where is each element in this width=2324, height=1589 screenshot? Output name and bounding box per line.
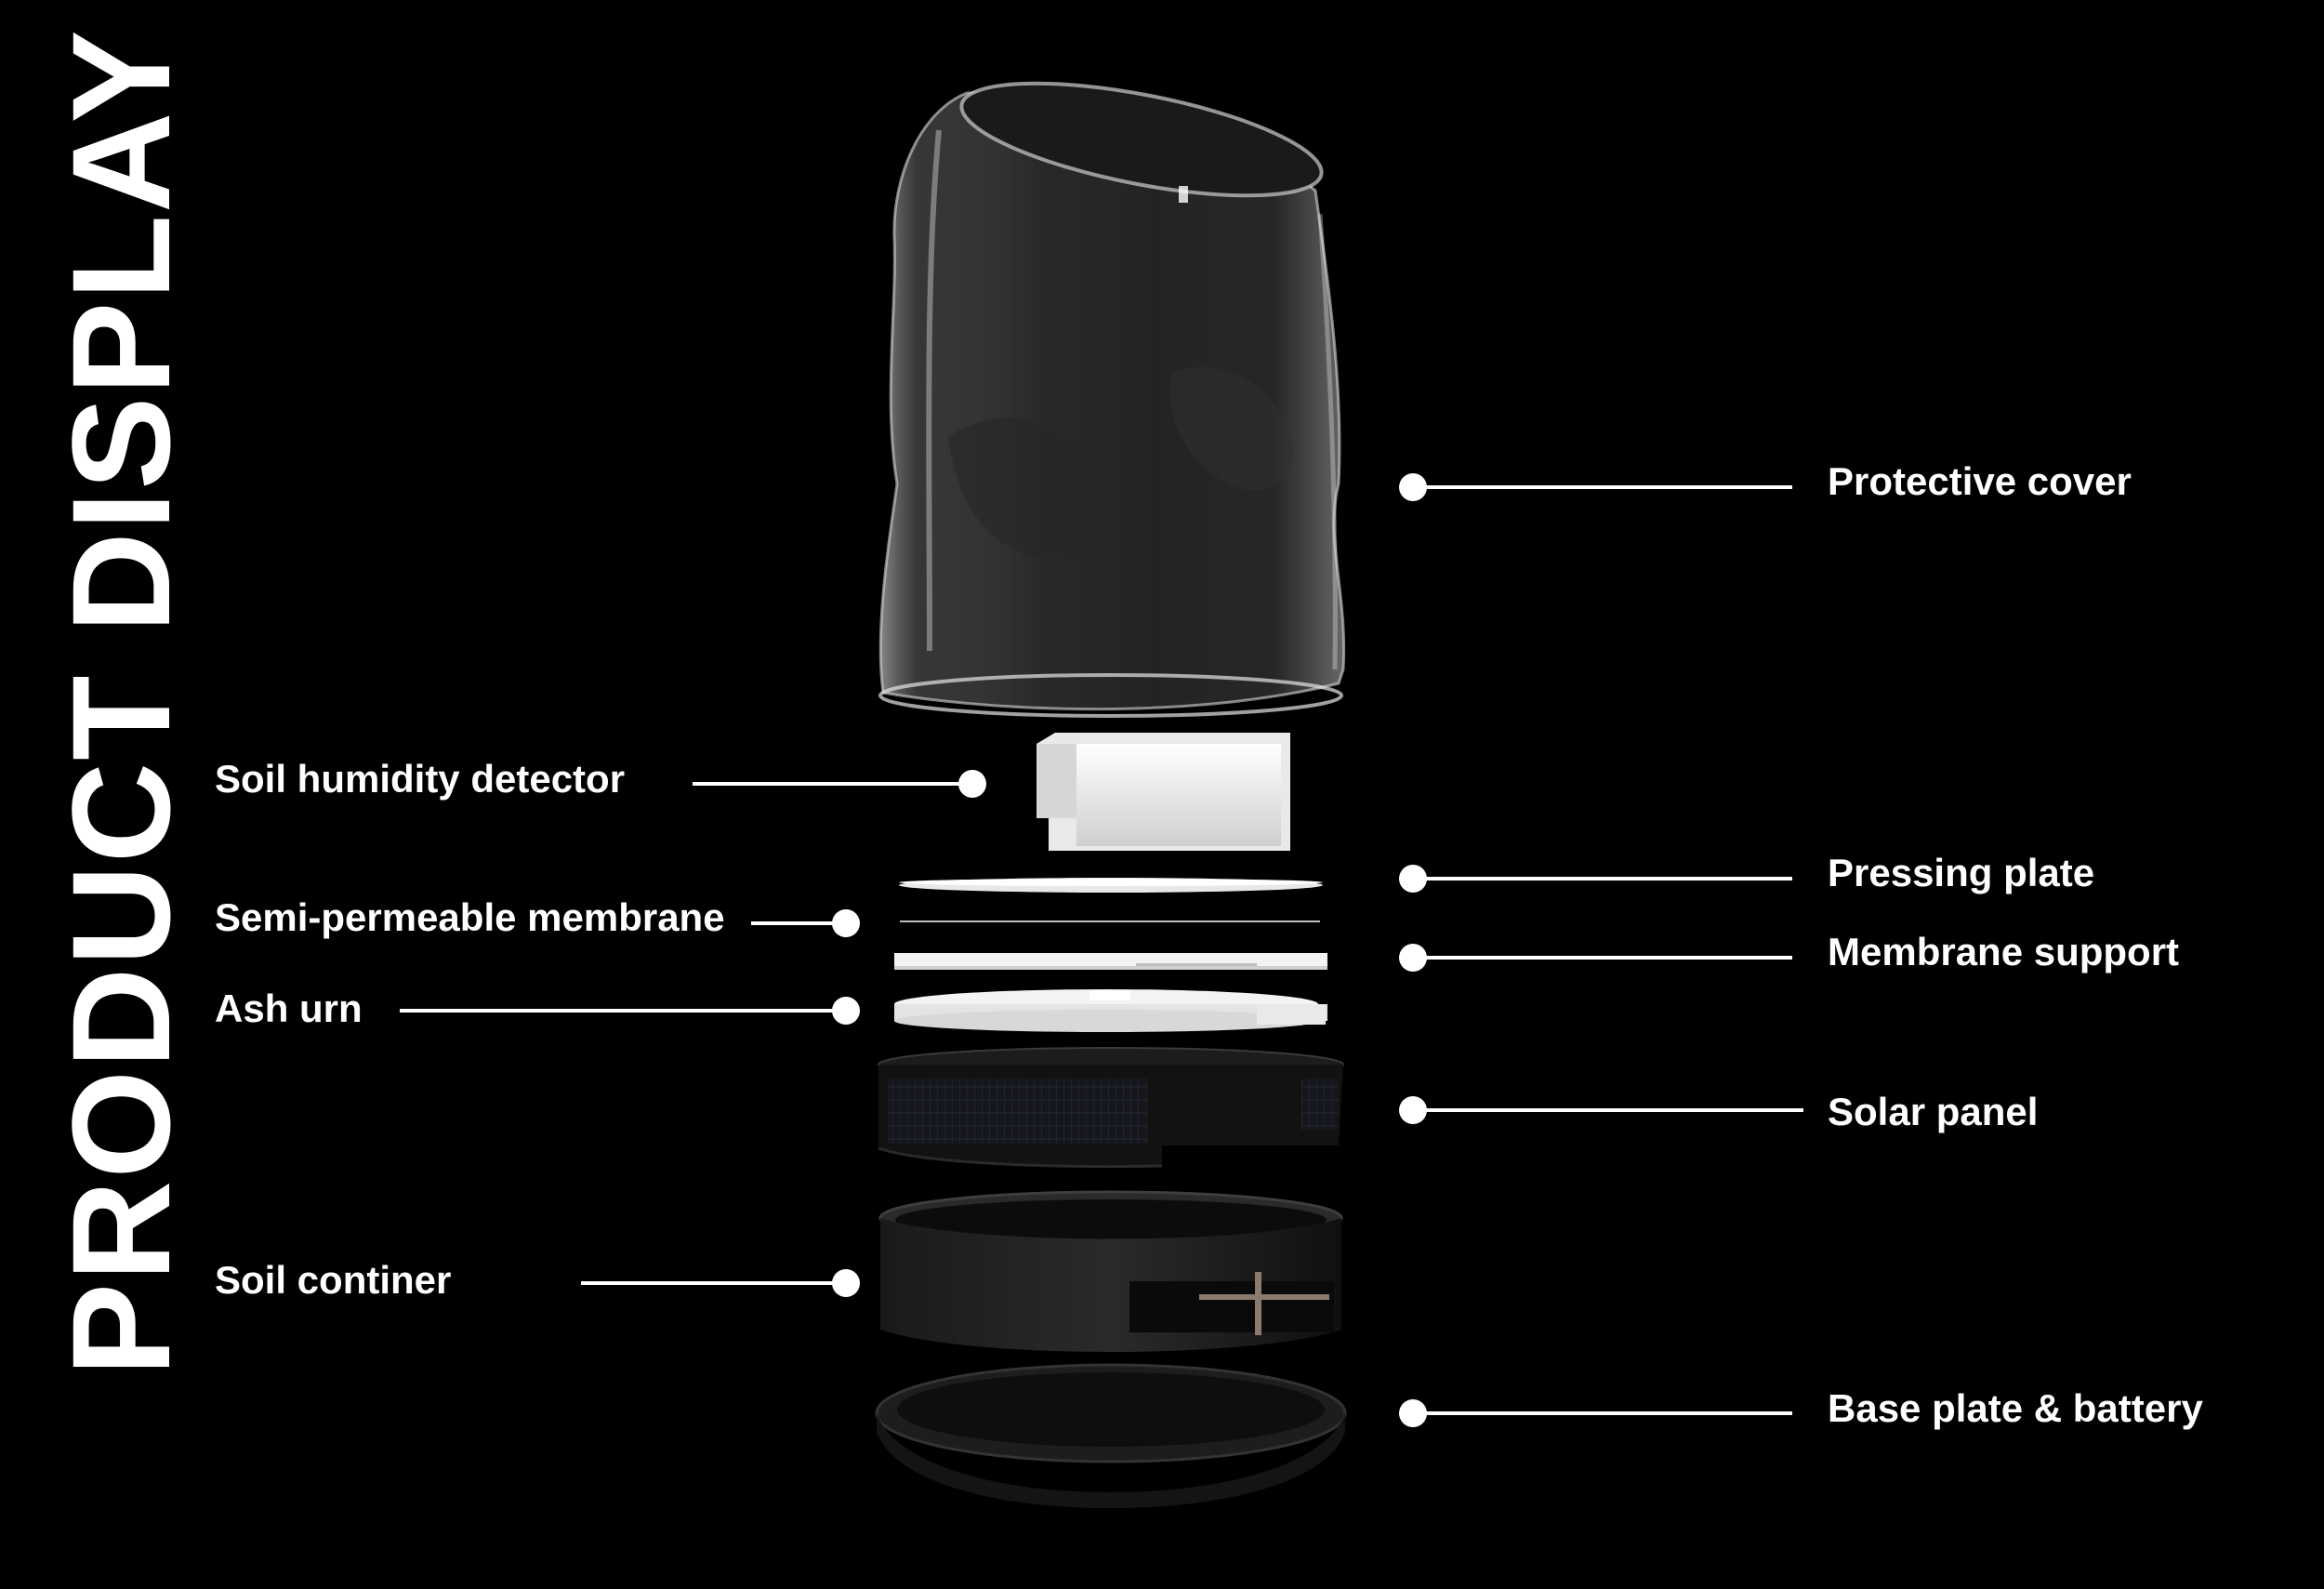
label-ash-urn: Ash urn [215,987,363,1030]
label-solar-panel: Solar panel [1828,1090,2039,1133]
solar-panel-part [878,1047,1344,1169]
leader-soil-container [581,1269,860,1297]
soil-humidity-detector-part [1037,733,1290,851]
leader-protective-cover [1399,473,1792,501]
label-soil-container: Soil continer [215,1258,452,1302]
protective-cover-part [878,81,1346,718]
label-base-plate-battery: Base plate & battery [1828,1386,2203,1430]
leader-semi-permeable-membrane [751,909,860,937]
leader-soil-humidity-detector [693,770,986,798]
base-plate-battery-part [875,1363,1347,1508]
label-membrane-support: Membrane support [1828,930,2180,973]
leader-ash-urn [400,997,860,1025]
ash-urn-part [894,989,1327,1032]
leader-membrane-support [1399,944,1792,972]
pressing-plate-part [899,878,1323,893]
soil-container-part [878,1190,1343,1352]
label-semi-permeable-membrane: Semi-permeable membrane [215,895,725,939]
label-protective-cover: Protective cover [1828,459,2132,503]
label-pressing-plate: Pressing plate [1828,851,2095,894]
leader-solar-panel [1399,1096,1803,1124]
membrane-support-part [894,953,1327,970]
leader-pressing-plate [1399,865,1792,893]
leader-base-plate-battery [1399,1399,1792,1427]
label-soil-humidity-detector: Soil humidity detector [215,757,626,801]
